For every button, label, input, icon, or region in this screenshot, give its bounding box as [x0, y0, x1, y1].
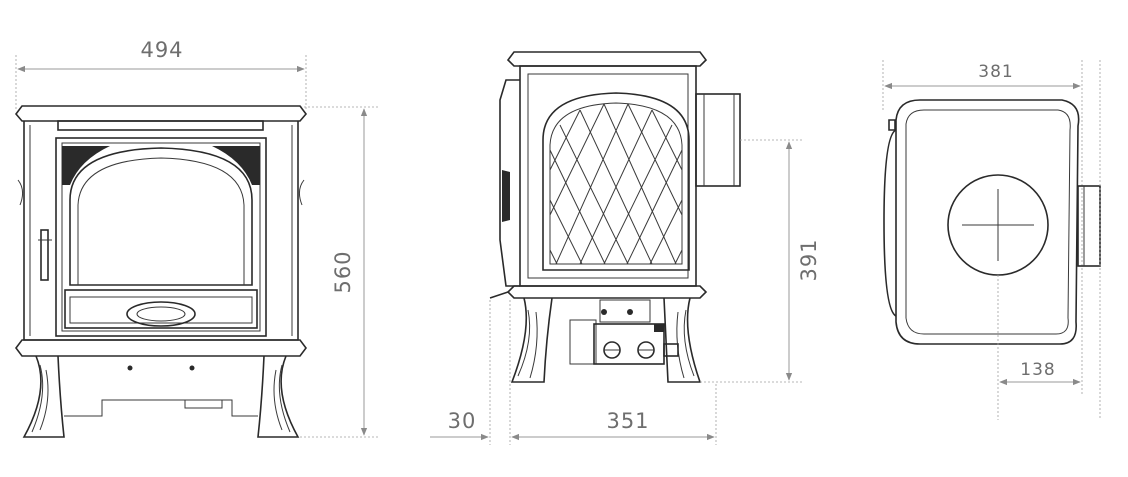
- front-height-dimension: 560: [300, 106, 380, 438]
- front-stove-body: [14, 105, 308, 438]
- side-lattice-pattern: [549, 103, 683, 265]
- front-view: 494 560: [14, 38, 380, 438]
- side-stove-body: [489, 51, 741, 383]
- top-width-dimension: 381: [882, 60, 1083, 395]
- top-view: 381 138: [882, 60, 1101, 420]
- side-depth-label: 351: [606, 409, 649, 433]
- top-stove-body: [883, 99, 1101, 345]
- front-height-label: 560: [331, 250, 355, 293]
- front-width-label: 494: [140, 38, 183, 62]
- front-width-dimension: 494: [15, 38, 307, 110]
- side-offset-label: 30: [448, 409, 477, 433]
- side-view: 391 351 30: [430, 51, 821, 445]
- side-depth-dimension: 351: [509, 300, 717, 445]
- side-outlet-height-dimension: 391: [700, 139, 821, 383]
- top-flue-offset-dimension: 138: [997, 60, 1101, 420]
- top-width-label: 381: [978, 62, 1013, 82]
- gas-valve-assembly: [569, 299, 679, 365]
- top-flue-offset-label: 138: [1020, 360, 1055, 380]
- side-offset-dimension: 30: [430, 300, 491, 445]
- side-outlet-height-label: 391: [797, 238, 821, 281]
